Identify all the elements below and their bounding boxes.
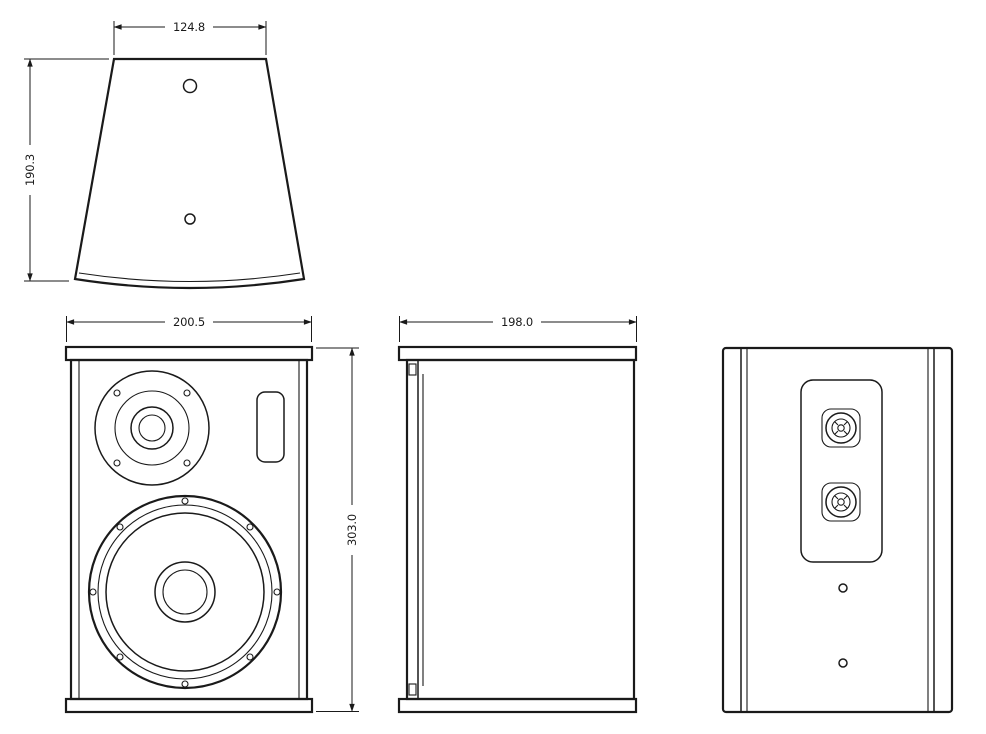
woofer-screw xyxy=(246,653,254,661)
side-bottom-rail xyxy=(397,697,638,714)
tweeter-screw xyxy=(183,459,191,467)
port-badge xyxy=(256,391,285,463)
side-top-rail xyxy=(397,345,638,362)
top-view-outline xyxy=(73,57,306,290)
side-body xyxy=(405,358,636,701)
front-body xyxy=(69,358,309,701)
side-view: 198.0 xyxy=(397,315,638,714)
dim-label-front-width: 200.5 xyxy=(173,315,205,329)
dimension-top-depth: 190.3 xyxy=(23,58,109,282)
woofer-screw xyxy=(116,523,124,531)
front-bottom-rail xyxy=(64,697,314,714)
tweeter-screw xyxy=(183,389,191,397)
mounting-hole-top xyxy=(182,78,198,94)
side-bottom-bracket xyxy=(408,683,417,696)
dimension-front-height: 303.0 xyxy=(316,347,359,712)
rear-screw-hole-top xyxy=(838,583,848,593)
front-view: 200.5 303.0 xyxy=(64,315,359,714)
woofer xyxy=(87,494,283,690)
dim-label-front-height: 303.0 xyxy=(345,514,359,546)
dimension-top-width: 124.8 xyxy=(113,20,267,55)
top-view-inner-edge xyxy=(78,272,301,283)
woofer-screw xyxy=(181,680,189,688)
dimension-side-depth: 198.0 xyxy=(399,315,637,342)
tweeter-screw xyxy=(113,459,121,467)
woofer-screw xyxy=(181,497,189,505)
top-view: 124.8 190.3 xyxy=(23,20,306,290)
speakon-connector-top xyxy=(821,408,861,448)
dim-label-top-depth: 190.3 xyxy=(23,154,37,186)
tweeter xyxy=(94,370,210,486)
tweeter-screw xyxy=(113,389,121,397)
woofer-screw xyxy=(273,588,281,596)
dimension-front-width: 200.5 xyxy=(66,315,312,342)
rear-view xyxy=(721,346,954,714)
front-top-rail xyxy=(64,345,314,362)
rear-screw-hole-bottom xyxy=(838,658,848,668)
mounting-hole-bottom xyxy=(184,213,196,225)
side-top-bracket xyxy=(408,363,417,376)
dim-label-top-width: 124.8 xyxy=(173,20,205,34)
woofer-screw xyxy=(89,588,97,596)
rear-connector-plate xyxy=(800,379,883,563)
dim-label-side-depth: 198.0 xyxy=(501,315,533,329)
woofer-screw xyxy=(246,523,254,531)
woofer-screw xyxy=(116,653,124,661)
rear-body xyxy=(721,346,954,714)
speakon-connector-bottom xyxy=(821,482,861,522)
